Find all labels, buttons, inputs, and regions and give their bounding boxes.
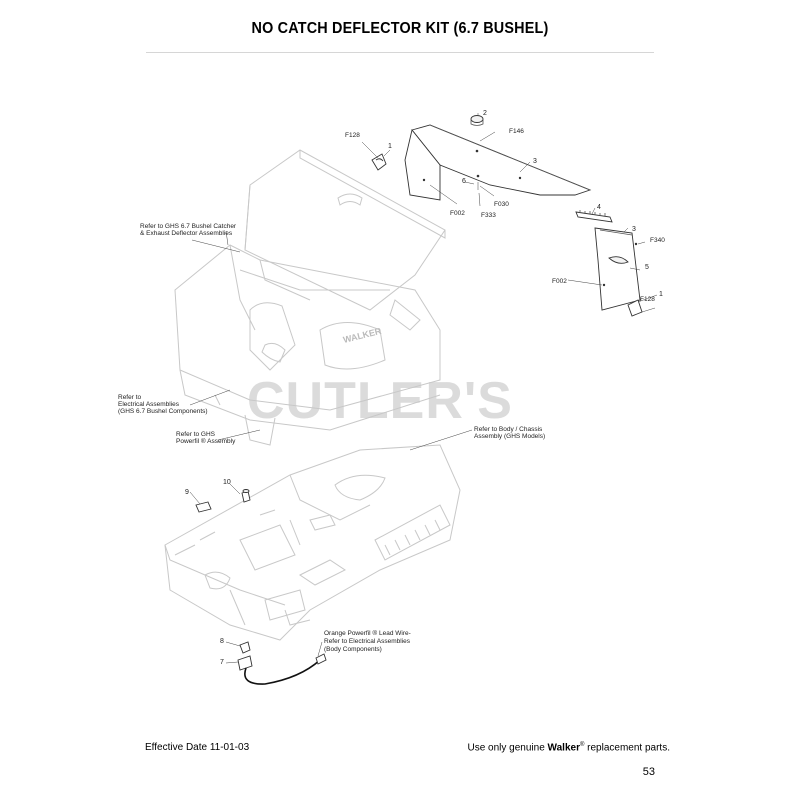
- part-label-9: 9: [185, 489, 189, 496]
- mower-body-drawing: [164, 149, 461, 641]
- lower-deflector-part: [594, 227, 641, 311]
- title-divider: [146, 52, 654, 53]
- part-label-f128-upper: F128: [345, 132, 360, 139]
- parts-diagram: CUTLER'S WALKER: [0, 60, 800, 720]
- part-label-6: 6: [462, 178, 466, 185]
- callout-electrical-line1: Refer to: [118, 394, 142, 401]
- machine-logo: WALKER: [342, 326, 383, 345]
- callout-wire-line3: (Body Components): [324, 646, 382, 653]
- callout-wire-line2: Refer to Electrical Assemblies: [324, 638, 411, 645]
- callout-catcher-line1: Refer to GHS 6.7 Bushel Catcher: [140, 223, 237, 230]
- watermark-text: CUTLER'S: [247, 372, 513, 430]
- upper-deflector-part: [404, 115, 592, 201]
- page-title: NO CATCH DEFLECTOR KIT (6.7 BUSHEL): [251, 20, 549, 37]
- leader-lines: [189, 113, 658, 664]
- callout-catcher-line2: & Exhaust Deflector Assemblies: [140, 230, 233, 237]
- clip-part-upper: [371, 153, 387, 171]
- callout-wire-line1: Orange Powerfil ® Lead Wire-: [324, 629, 411, 637]
- footer-notice: Use only genuine Walker® replacement par…: [467, 742, 670, 753]
- callout-powerfil-line2: Powerfil ® Assembly: [176, 437, 236, 445]
- effective-date: Effective Date 11-01-03: [145, 742, 250, 753]
- knob-part: [241, 489, 251, 503]
- callout-electrical-line3: (GHS 6.7 Bushel Components): [118, 408, 208, 415]
- part-label-f128-lower: F128: [640, 296, 655, 303]
- part-label-3-upper: 3: [533, 158, 537, 165]
- footer-notice-prefix: Use only genuine: [467, 742, 548, 754]
- part-label-f340: F340: [650, 237, 665, 244]
- part-label-f146: F146: [509, 128, 524, 135]
- footer-notice-brand: Walker: [547, 742, 580, 754]
- callout-electrical-line2: Electrical Assemblies: [118, 401, 180, 408]
- part-label-3-lower: 3: [632, 226, 636, 233]
- part-label-2: 2: [483, 110, 487, 117]
- decal-part: [195, 501, 212, 513]
- part-label-4: 4: [597, 204, 601, 211]
- lead-wire-part: [237, 641, 327, 685]
- part-label-10: 10: [223, 479, 231, 486]
- callout-powerfil-line1: Refer to GHS: [176, 431, 216, 438]
- part-label-8: 8: [220, 638, 224, 645]
- part-label-f030: F030: [494, 201, 509, 208]
- part-label-5: 5: [645, 264, 649, 271]
- footer-notice-reg: ®: [579, 742, 585, 748]
- page-number: 53: [642, 766, 655, 778]
- part-label-7: 7: [220, 659, 224, 666]
- part-label-1-upper: 1: [388, 143, 392, 150]
- part-label-f002-lower: F002: [552, 278, 567, 285]
- parts-diagram-svg: CUTLER'S WALKER: [118, 110, 665, 685]
- callout-body-line2: Assembly (GHS Models): [474, 433, 545, 440]
- part-label-f333: F333: [481, 212, 496, 219]
- brush-strip-part: [575, 210, 613, 223]
- callout-body-line1: Refer to Body / Chassis: [474, 426, 543, 433]
- part-label-f002-upper: F002: [450, 210, 465, 217]
- footer-notice-suffix: replacement parts.: [584, 742, 670, 754]
- part-label-1-lower: 1: [659, 291, 663, 298]
